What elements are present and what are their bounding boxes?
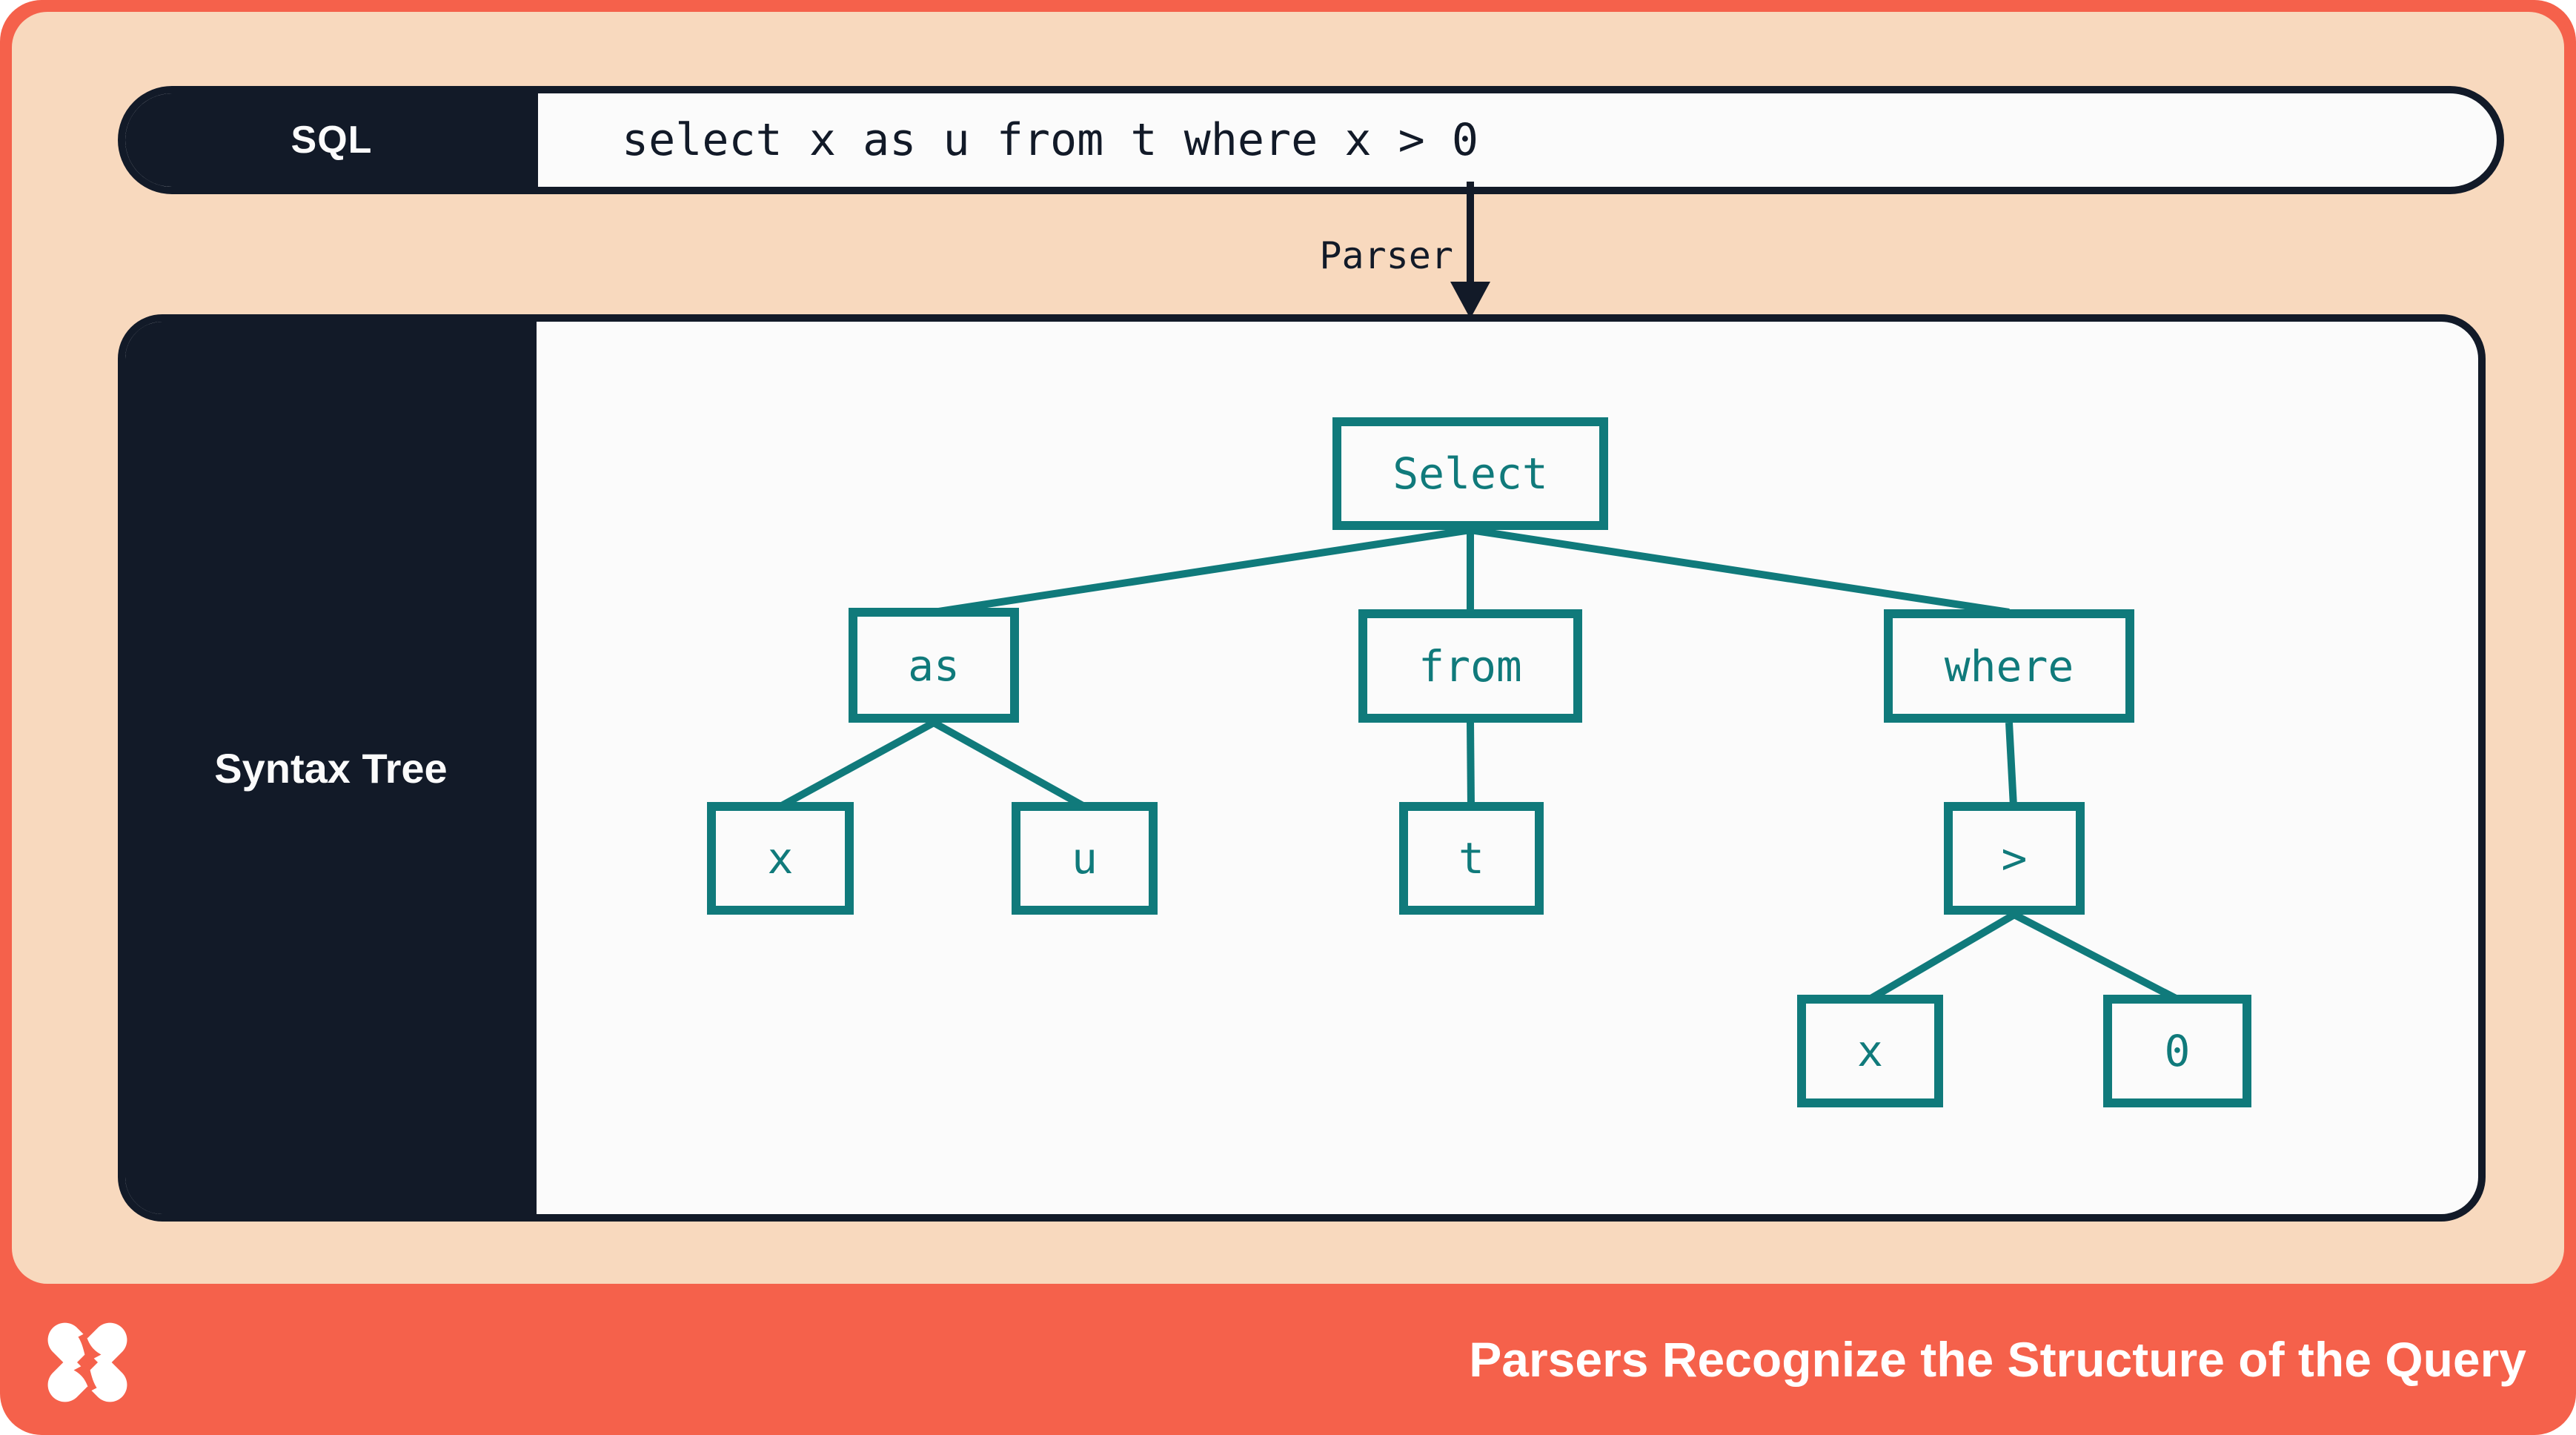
tree-node-gt: > xyxy=(1944,802,2085,915)
tree-node-from: from xyxy=(1358,609,1582,723)
sql-bar: SQL select x as u from t where x > 0 xyxy=(118,86,2504,194)
footer-caption: Parsers Recognize the Structure of the Q… xyxy=(1469,1284,2526,1435)
sql-bar-label-text: SQL xyxy=(291,119,373,162)
parser-label: Parser xyxy=(1319,234,1453,277)
tree-node-as: as xyxy=(849,608,1019,723)
tree-node-where: where xyxy=(1884,609,2134,723)
syntax-tree-sidebar-label: Syntax Tree xyxy=(214,744,448,792)
syntax-tree-box: Syntax Tree xyxy=(118,314,2486,1222)
tree-node-t: t xyxy=(1399,802,1544,915)
sql-query-text: select x as u from t where x > 0 xyxy=(622,114,1478,166)
sql-bar-label: SQL xyxy=(125,93,538,187)
tree-node-x-cond: x xyxy=(1797,995,1943,1107)
tree-node-zero: 0 xyxy=(2103,995,2251,1107)
tree-node-x-alias: x xyxy=(707,802,854,915)
footer-caption-text: Parsers Recognize the Structure of the Q… xyxy=(1469,1332,2526,1387)
sql-query: select x as u from t where x > 0 xyxy=(538,93,2497,187)
syntax-tree-sidebar: Syntax Tree xyxy=(125,322,537,1214)
footer-bar: Parsers Recognize the Structure of the Q… xyxy=(0,1284,2576,1435)
tree-node-u: u xyxy=(1012,802,1158,915)
tree-node-select: Select xyxy=(1332,417,1608,530)
dolt-x-logo-icon xyxy=(47,1322,127,1402)
content-panel: SQL select x as u from t where x > 0 Par… xyxy=(12,12,2564,1284)
